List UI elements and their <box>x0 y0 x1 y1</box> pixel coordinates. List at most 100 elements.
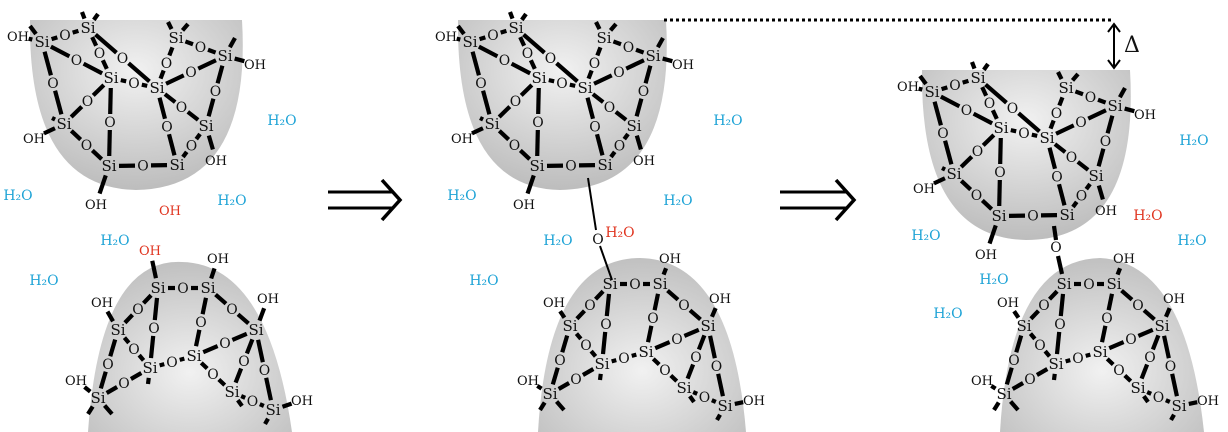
p2-top-bond-8b <box>634 98 644 117</box>
p1-top-silicon-7: Si <box>198 117 213 135</box>
p3-top-silicon-3: Si <box>1107 97 1122 115</box>
p1-top-bond-6b <box>158 69 166 80</box>
implies-arrow-1 <box>328 178 403 222</box>
p1-bot-oxygen-4: O <box>195 315 206 331</box>
p2-bridging-oxygen: O <box>592 232 603 248</box>
p3-top-bond-9a <box>1010 128 1017 134</box>
p1-top-silicon-6: Si <box>56 115 71 133</box>
bond-layer <box>28 11 1198 426</box>
p2-top-oh-bond-4 <box>525 174 536 195</box>
p2-bot-bond-2a <box>604 293 612 317</box>
p3-top-bond-5a <box>1074 89 1084 97</box>
p2-bot-oxygen-1: O <box>584 298 595 314</box>
p3-top-oxygen-4: O <box>1007 101 1018 117</box>
p3-top-stub-1 <box>970 61 977 70</box>
p3-top-bond-5b <box>1097 97 1107 105</box>
p3-bot-bond-10b <box>1123 373 1133 383</box>
p2-top-silicon-3: Si <box>645 47 660 65</box>
p3-top-bond-13a <box>1047 147 1058 170</box>
p1-bot-oh-bond-5 <box>281 401 293 409</box>
released-water-molecule: H₂O <box>605 225 634 241</box>
p1-bot-silicon-2: Si <box>110 321 125 339</box>
p2-top-silicon-9: Si <box>597 156 612 174</box>
p3-top-bond-0a <box>940 85 948 92</box>
p3-bot-bond-12a <box>1014 335 1024 353</box>
p3-top-oxygen-8: O <box>1100 134 1111 150</box>
p3-bot-bond-13b <box>1170 373 1179 397</box>
p2-bot-stub-0 <box>538 401 547 412</box>
p2-top-silicon-4: Si <box>531 69 546 87</box>
p1-bot-hydroxyl-5: OH <box>291 394 313 409</box>
p3-bot-hydroxyl-3: OH <box>971 374 993 389</box>
p3-bot-oxygen-11: O <box>1153 390 1164 406</box>
p1-top-bond-5a <box>184 39 194 47</box>
p1-top-oxygen-2: O <box>47 76 58 92</box>
p2-bot-silicon-2: Si <box>562 317 577 335</box>
p1-bot-bond-2a <box>152 297 160 321</box>
p1-top-hydroxyl-4: OH <box>85 198 107 213</box>
p3-top-bond-12a <box>1053 142 1067 154</box>
p3-bot-bond-1b <box>1029 309 1041 321</box>
water-molecule-11: H₂O <box>1179 133 1208 149</box>
p2-top-oxygen-0: O <box>487 28 498 44</box>
p3-top-hydroxyl-1: OH <box>1134 108 1156 123</box>
water-molecule-8: H₂O <box>543 233 572 249</box>
p2-top-stub-1 <box>508 11 515 20</box>
p3-bot-bond-4b <box>1099 325 1108 343</box>
p2-bot-oxygen-0: O <box>629 277 640 293</box>
p3-top-hydroxyl-4: OH <box>975 248 997 263</box>
p1-top-reactive-hydroxyl: OH <box>159 204 181 219</box>
p1-top-bond-10a <box>91 83 106 97</box>
p2-top-bond-14b <box>518 148 532 161</box>
p2-bot-bond-4b <box>645 325 654 343</box>
panel1-bottom-particle <box>88 261 292 432</box>
p1-top-oh-bond-3 <box>206 135 215 151</box>
p2-top-oxygen-15: O <box>614 139 625 155</box>
p1-top-oxygen-11: O <box>104 115 115 131</box>
p2-bot-silicon-6: Si <box>542 385 557 403</box>
p2-bot-oh-bond-4 <box>734 400 744 407</box>
p3-top-oxygen-14: O <box>971 188 982 204</box>
p2-bot-oxygen-7: O <box>690 350 701 366</box>
p3-bot-bond-5b <box>1043 349 1052 358</box>
p3-bot-bond-2b <box>1054 331 1062 355</box>
p1-top-stub-6 <box>51 116 56 122</box>
p3-top-oxygen-1: O <box>961 103 972 119</box>
p2-top-oh-bond-3 <box>634 135 643 151</box>
p3-bot-oxygen-7: O <box>1144 350 1155 366</box>
p1-top-silicon-4: Si <box>103 69 118 87</box>
p2-top-hydroxyl-1: OH <box>672 58 694 73</box>
p3-top-stub-0 <box>918 74 928 86</box>
p1-bot-stub-1 <box>103 404 114 416</box>
p3-bot-silicon-5: Si <box>1092 343 1107 361</box>
p3-bot-silicon-0: Si <box>1056 275 1071 293</box>
p3-top-bond-3a <box>980 86 989 97</box>
p1-bot-bond-4b <box>193 329 202 347</box>
p2-bot-silicon-5: Si <box>638 343 653 361</box>
p2-top-silicon-0: Si <box>462 33 477 51</box>
p2-bot-silicon-7: Si <box>676 379 691 397</box>
p1-bot-bond-7a <box>244 338 255 355</box>
p3-bot-oxygen-8: O <box>1072 351 1083 367</box>
p2-top-bond-11a <box>536 87 541 115</box>
p3-top-bond-15a <box>1084 182 1092 191</box>
p2-bot-bond-9a <box>581 367 595 377</box>
p2-top-bond-3b <box>528 59 537 70</box>
panel3-top-particle <box>921 70 1131 240</box>
p3-top-oh-bond-1 <box>1124 106 1135 114</box>
p3-top-silicon-2: Si <box>1058 79 1073 97</box>
p3-top-hydroxyl-3: OH <box>1095 204 1117 219</box>
p1-bot-oxygen-2: O <box>148 321 159 337</box>
p2-top-bond-2b <box>481 90 492 115</box>
p3-bot-oxygen-10: O <box>1113 363 1124 379</box>
p3-top-bond-14a <box>959 179 973 192</box>
p1-bot-silicon-5: Si <box>186 347 201 365</box>
p2-top-bond-8a <box>643 65 653 84</box>
p3-top-bond-9b <box>1031 132 1038 138</box>
water-molecule-4: H₂O <box>29 273 58 289</box>
p3-bot-oh-bond-0 <box>1115 267 1123 276</box>
p3-top-bond-15b <box>1071 200 1079 209</box>
p1-bot-bond-11a <box>240 394 247 400</box>
p1-top-bond-3a <box>90 36 99 47</box>
p3-bot-bond-11a <box>1146 390 1153 396</box>
